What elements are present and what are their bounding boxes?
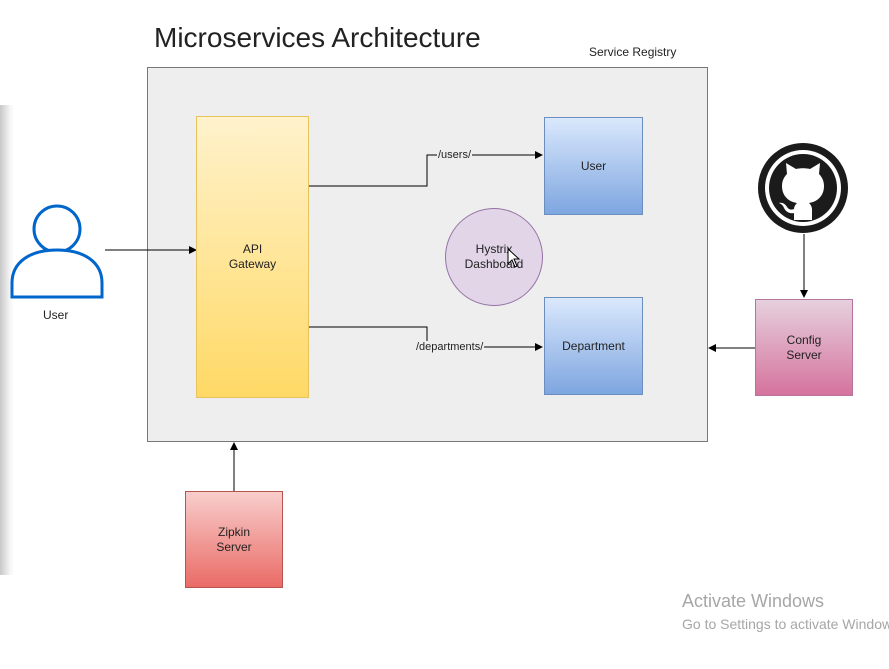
hystrix-dashboard-node[interactable]: Hystrix Dashboard [445, 208, 543, 306]
user-actor-label: User [43, 308, 69, 322]
window-shadow [0, 105, 14, 575]
departments-route-label: /departments/ [415, 341, 485, 353]
config-server-node[interactable]: Config Server [755, 299, 853, 396]
github-icon [758, 143, 848, 233]
activate-windows-title: Activate Windows [682, 591, 825, 611]
users-route-label: /users/ [437, 149, 473, 161]
mouse-cursor-icon [507, 248, 521, 268]
zipkin-server-node[interactable]: Zipkin Server [185, 491, 283, 588]
edge-gateway-to-department-service [309, 326, 543, 351]
service-registry-label: Service Registry [589, 45, 677, 59]
department-service-node[interactable]: Department [544, 297, 643, 395]
user-actor-icon [10, 204, 104, 299]
activate-windows-subtitle: Go to Settings to activate Windows. [682, 616, 889, 632]
user-service-node[interactable]: User [544, 117, 643, 215]
diagram-title: Microservices Architecture [154, 22, 481, 53]
api-gateway-node[interactable]: API Gateway [196, 116, 309, 398]
edge-gateway-to-user-service [309, 151, 543, 187]
